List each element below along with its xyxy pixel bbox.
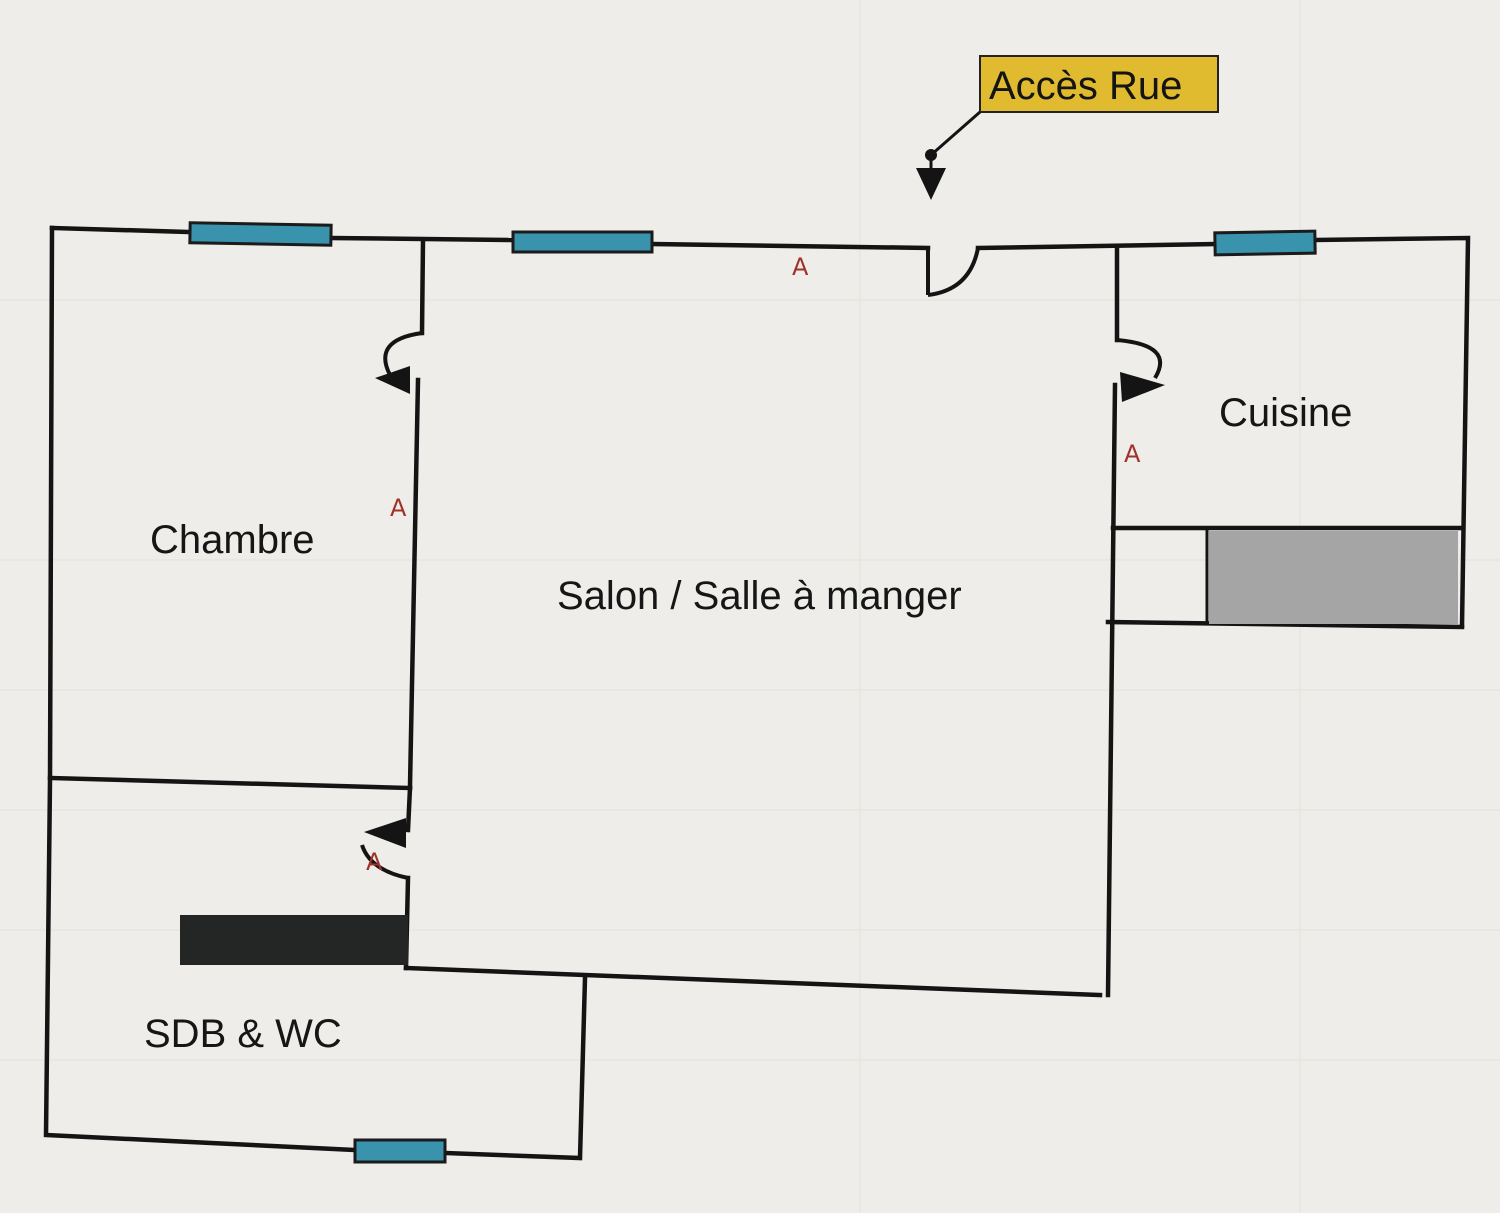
room-label-cuisine: Cuisine xyxy=(1219,391,1352,435)
window-icon xyxy=(188,221,333,247)
kitchen-bottom-wall xyxy=(1105,619,1465,630)
top-wall-east xyxy=(975,241,1218,251)
room-label-sdb: SDB & WC xyxy=(144,1012,342,1056)
doors xyxy=(360,247,1165,880)
windows xyxy=(188,221,1317,1164)
cuisine-partition-lower xyxy=(1105,382,1118,998)
door-swing-icon xyxy=(383,331,423,376)
wall-marker-chambre: A xyxy=(390,494,407,522)
wall-marker-cuisine: A xyxy=(1124,440,1141,468)
chambre-sdb-divider xyxy=(47,775,413,791)
window-icon xyxy=(353,1138,447,1164)
chambre-door xyxy=(375,331,423,394)
top-wall-kitchen xyxy=(1312,235,1471,629)
door-leaf xyxy=(1120,372,1165,402)
arrow-down-icon xyxy=(916,168,946,200)
door-leaf xyxy=(375,366,410,394)
top-wall-salon xyxy=(649,241,931,251)
door-swing-icon xyxy=(927,247,980,297)
entrance-label: Accès Rue xyxy=(989,64,1182,108)
sdb-partition-upper xyxy=(405,785,413,833)
entrance-label-box xyxy=(979,55,1219,113)
entrance-door xyxy=(926,247,980,297)
bottom-wall-east xyxy=(442,975,588,1161)
top-wall-west xyxy=(49,225,193,235)
door-swing-icon xyxy=(1116,338,1162,380)
entrance-callout: Accès Rue xyxy=(916,55,1219,200)
window-icon xyxy=(511,230,654,254)
kitchen-counter xyxy=(1209,531,1458,624)
bath-fixture xyxy=(180,915,408,965)
chambre-partition-lower xyxy=(407,377,421,789)
chambre-partition-upper xyxy=(419,237,426,336)
room-label-chambre: Chambre xyxy=(150,518,315,562)
room-label-salon: Salon / Salle à manger xyxy=(557,574,962,618)
callout-leader xyxy=(930,110,981,157)
salon-bottom-wall xyxy=(403,965,1103,998)
window-icon xyxy=(1213,229,1317,257)
wall-marker-salon-top: A xyxy=(792,253,809,281)
sdb-door xyxy=(360,818,409,880)
door-leaf xyxy=(364,818,406,848)
walls xyxy=(43,225,1471,1161)
wall-marker-sdb: A xyxy=(366,848,383,876)
door-swing-icon xyxy=(360,844,409,880)
cuisine-door xyxy=(1116,338,1165,402)
left-outer-wall xyxy=(43,225,358,1153)
